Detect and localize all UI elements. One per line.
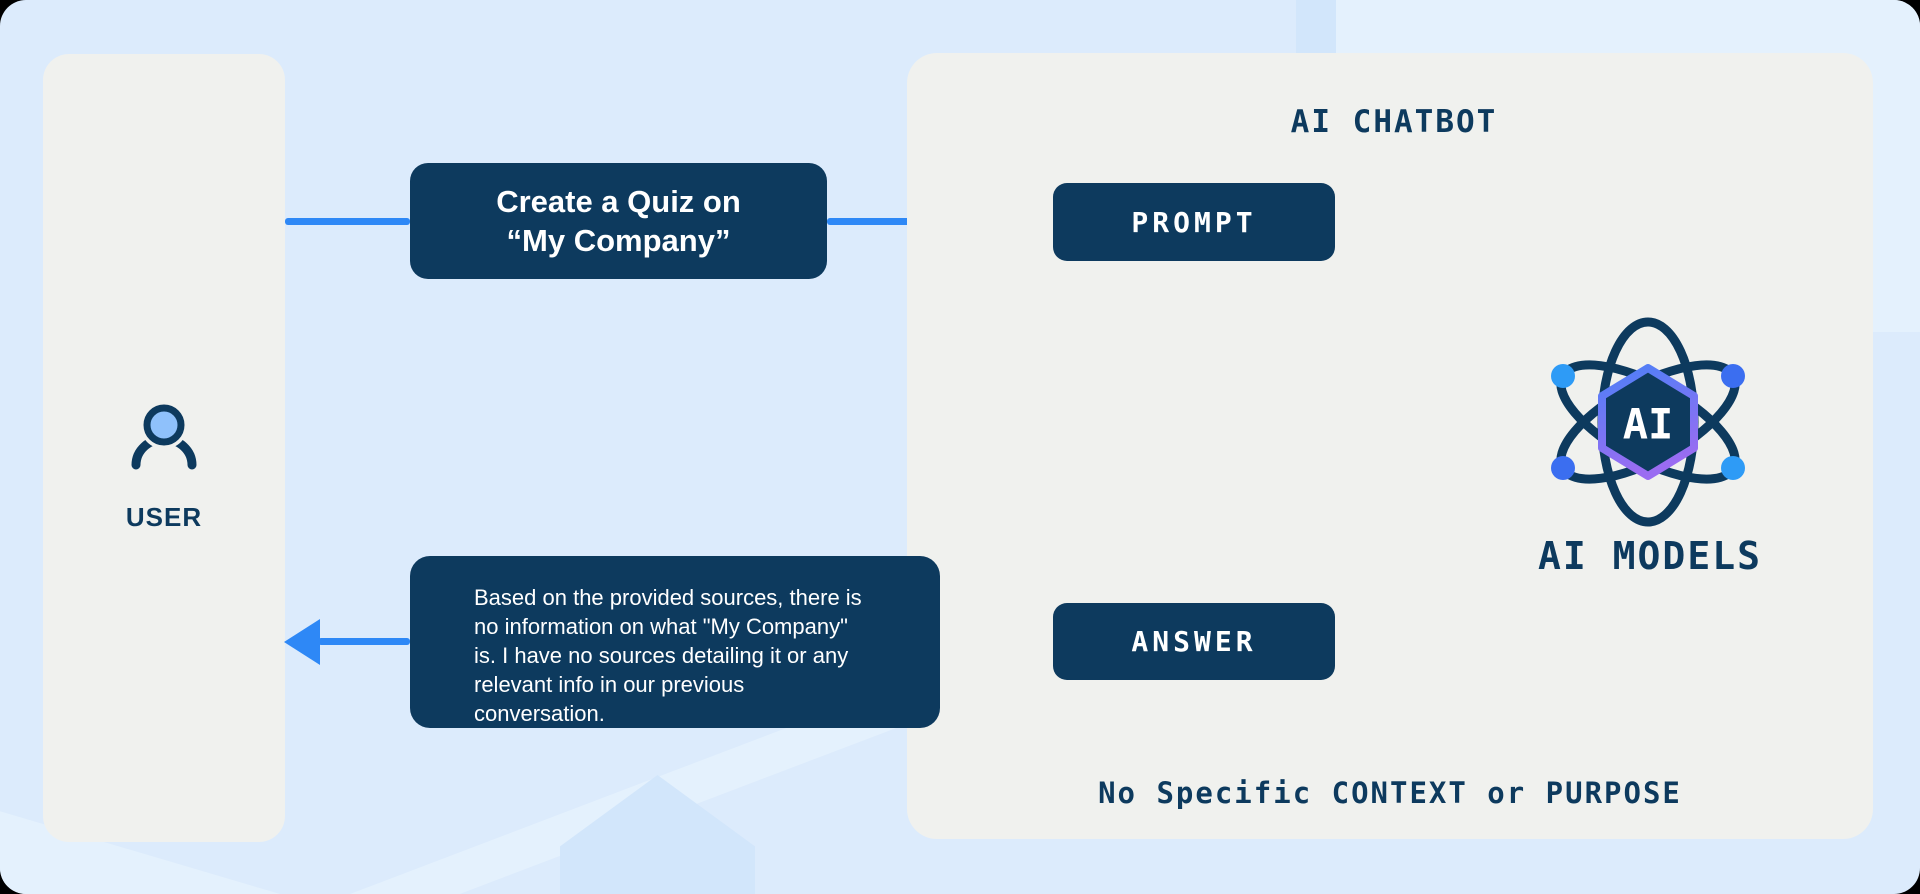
atom-electron-dot bbox=[1721, 364, 1745, 388]
response-line-2: no information on what "My Company" bbox=[474, 614, 848, 639]
prompt-label: PROMPT bbox=[1131, 205, 1257, 239]
flow-line-response-to-user bbox=[318, 638, 410, 645]
response-message-box: Based on the provided sources, there is … bbox=[410, 556, 940, 728]
response-line-4: relevant info in our previous bbox=[474, 672, 745, 697]
flow-arrowhead-to-user bbox=[284, 619, 320, 665]
flow-line-user-to-request bbox=[285, 218, 410, 225]
person-head-shape bbox=[143, 404, 185, 446]
background-decoration-chevron bbox=[560, 775, 755, 894]
answer-box: ANSWER bbox=[1053, 603, 1335, 680]
prompt-box: PROMPT bbox=[1053, 183, 1335, 261]
atom-electron-dot bbox=[1721, 456, 1745, 480]
background-decoration-right-strip bbox=[1873, 162, 1920, 332]
request-message-box: Create a Quiz on “My Company” bbox=[410, 163, 827, 279]
atom-electron-dot bbox=[1551, 456, 1575, 480]
footer-note: No Specific CONTEXT or PURPOSE bbox=[1098, 776, 1682, 810]
user-label: USER bbox=[125, 502, 203, 532]
response-line-5: conversation. bbox=[474, 701, 605, 726]
atom-electron-dot bbox=[1551, 364, 1575, 388]
response-line-1: Based on the provided sources, there is bbox=[474, 585, 862, 610]
user-person-icon bbox=[131, 401, 197, 470]
ai-models-atom-icon: AI bbox=[1551, 317, 1745, 527]
atom-hexagon-label: AI bbox=[1623, 400, 1674, 449]
response-line-3: is. I have no sources detailing it or an… bbox=[474, 643, 849, 668]
request-line-1: Create a Quiz on bbox=[496, 184, 741, 219]
chatbot-title: AI CHATBOT bbox=[1290, 104, 1498, 140]
atom-hexagon bbox=[1598, 364, 1698, 480]
answer-label: ANSWER bbox=[1131, 625, 1257, 658]
ai-models-label: AI MODELS bbox=[1538, 534, 1762, 578]
request-line-2: “My Company” bbox=[506, 223, 731, 258]
